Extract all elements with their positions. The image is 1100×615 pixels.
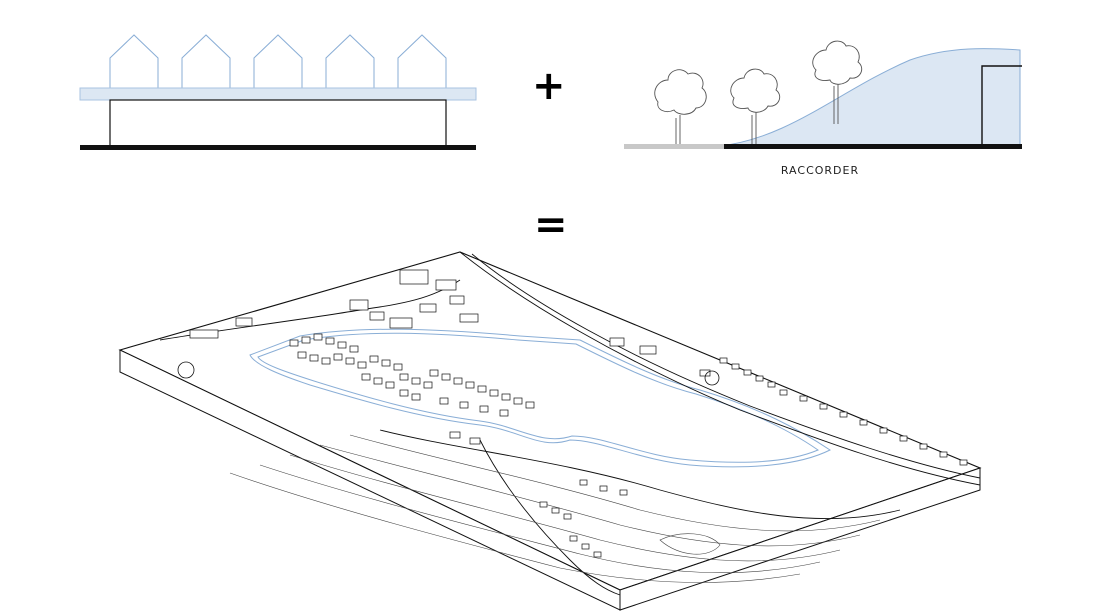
industrial-cluster xyxy=(189,269,479,339)
hamlet-cluster xyxy=(449,431,628,558)
roundabout xyxy=(177,361,195,379)
tree-outline-icon xyxy=(730,68,781,145)
roof-slab xyxy=(79,87,477,101)
tree-outline-icon xyxy=(654,69,707,145)
boundary-contour xyxy=(257,332,820,463)
village-cluster xyxy=(609,337,968,466)
equals-operator: = xyxy=(534,202,568,248)
road-line xyxy=(379,429,901,520)
left-section-diagram xyxy=(70,20,490,170)
boundary-contour xyxy=(249,328,831,468)
site-block-drawing xyxy=(118,251,982,611)
road-line xyxy=(479,439,621,596)
plus-operator: + xyxy=(532,63,566,109)
slope-trees-drawing xyxy=(624,40,1022,149)
roundabout xyxy=(704,370,720,386)
contour-line xyxy=(319,444,861,547)
ground-black xyxy=(724,144,1022,149)
block-right-face xyxy=(619,467,981,611)
house-roof-outline-icon xyxy=(181,34,231,88)
railway-line xyxy=(459,251,981,486)
railway-line xyxy=(471,253,981,479)
contour-line xyxy=(659,533,721,555)
building-outline xyxy=(981,65,1022,146)
ground-line xyxy=(80,145,476,150)
ground-gray xyxy=(624,144,724,149)
house-roof-outline-icon xyxy=(325,34,375,88)
podium-block xyxy=(109,99,447,147)
house-roof-outline-icon xyxy=(397,34,447,88)
contour-line xyxy=(259,464,821,573)
contour-line xyxy=(289,454,841,562)
raccorder-label: RACCORDER xyxy=(780,164,860,177)
contour-line xyxy=(229,472,801,583)
house-roof-outline-icon xyxy=(109,34,159,88)
house-roof-outline-icon xyxy=(253,34,303,88)
slope-fill xyxy=(719,48,1021,147)
contour-line xyxy=(349,434,881,532)
right-section-diagram xyxy=(610,20,1030,190)
isometric-site-model xyxy=(100,240,1000,611)
podium-houses-drawing xyxy=(79,34,477,150)
housing-cluster xyxy=(289,333,535,417)
tree-outline-icon xyxy=(812,40,863,124)
